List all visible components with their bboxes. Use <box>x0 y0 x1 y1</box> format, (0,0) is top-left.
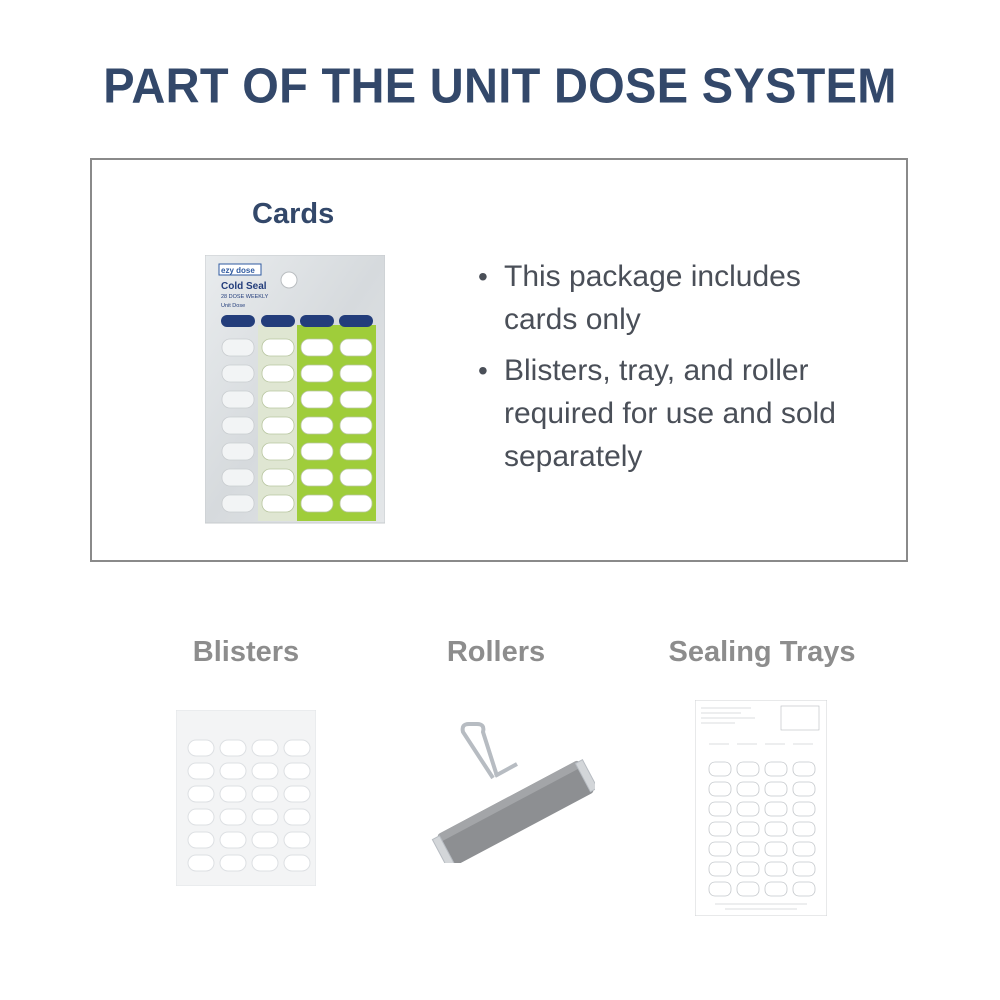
roller-image <box>425 718 599 869</box>
blisters-title: Blisters <box>192 636 300 668</box>
blisters-image <box>175 709 317 887</box>
card-brand: ezy dose <box>221 266 255 275</box>
cards-panel <box>90 158 908 562</box>
bullet-item: This package includes cards only <box>478 255 878 341</box>
page-title: PART OF THE UNIT DOSE SYSTEM <box>103 57 897 114</box>
sealing-tray-image <box>694 699 828 917</box>
bullet-item: Blisters, tray, and roller required for … <box>478 349 878 478</box>
card-blister-grid <box>221 315 376 521</box>
cards-info-list: This package includes cards only Blister… <box>478 255 878 486</box>
cold-seal-card-image: ezy dose Cold Seal 28 DOSE WEEKLY Unit D… <box>204 254 386 525</box>
card-product: Cold Seal <box>221 281 267 292</box>
cards-title: Cards <box>252 198 335 230</box>
card-type: Unit Dose <box>221 303 245 309</box>
sealing-trays-title: Sealing Trays <box>668 636 856 668</box>
rollers-title: Rollers <box>446 636 546 668</box>
card-subtitle: 28 DOSE WEEKLY <box>221 294 269 300</box>
